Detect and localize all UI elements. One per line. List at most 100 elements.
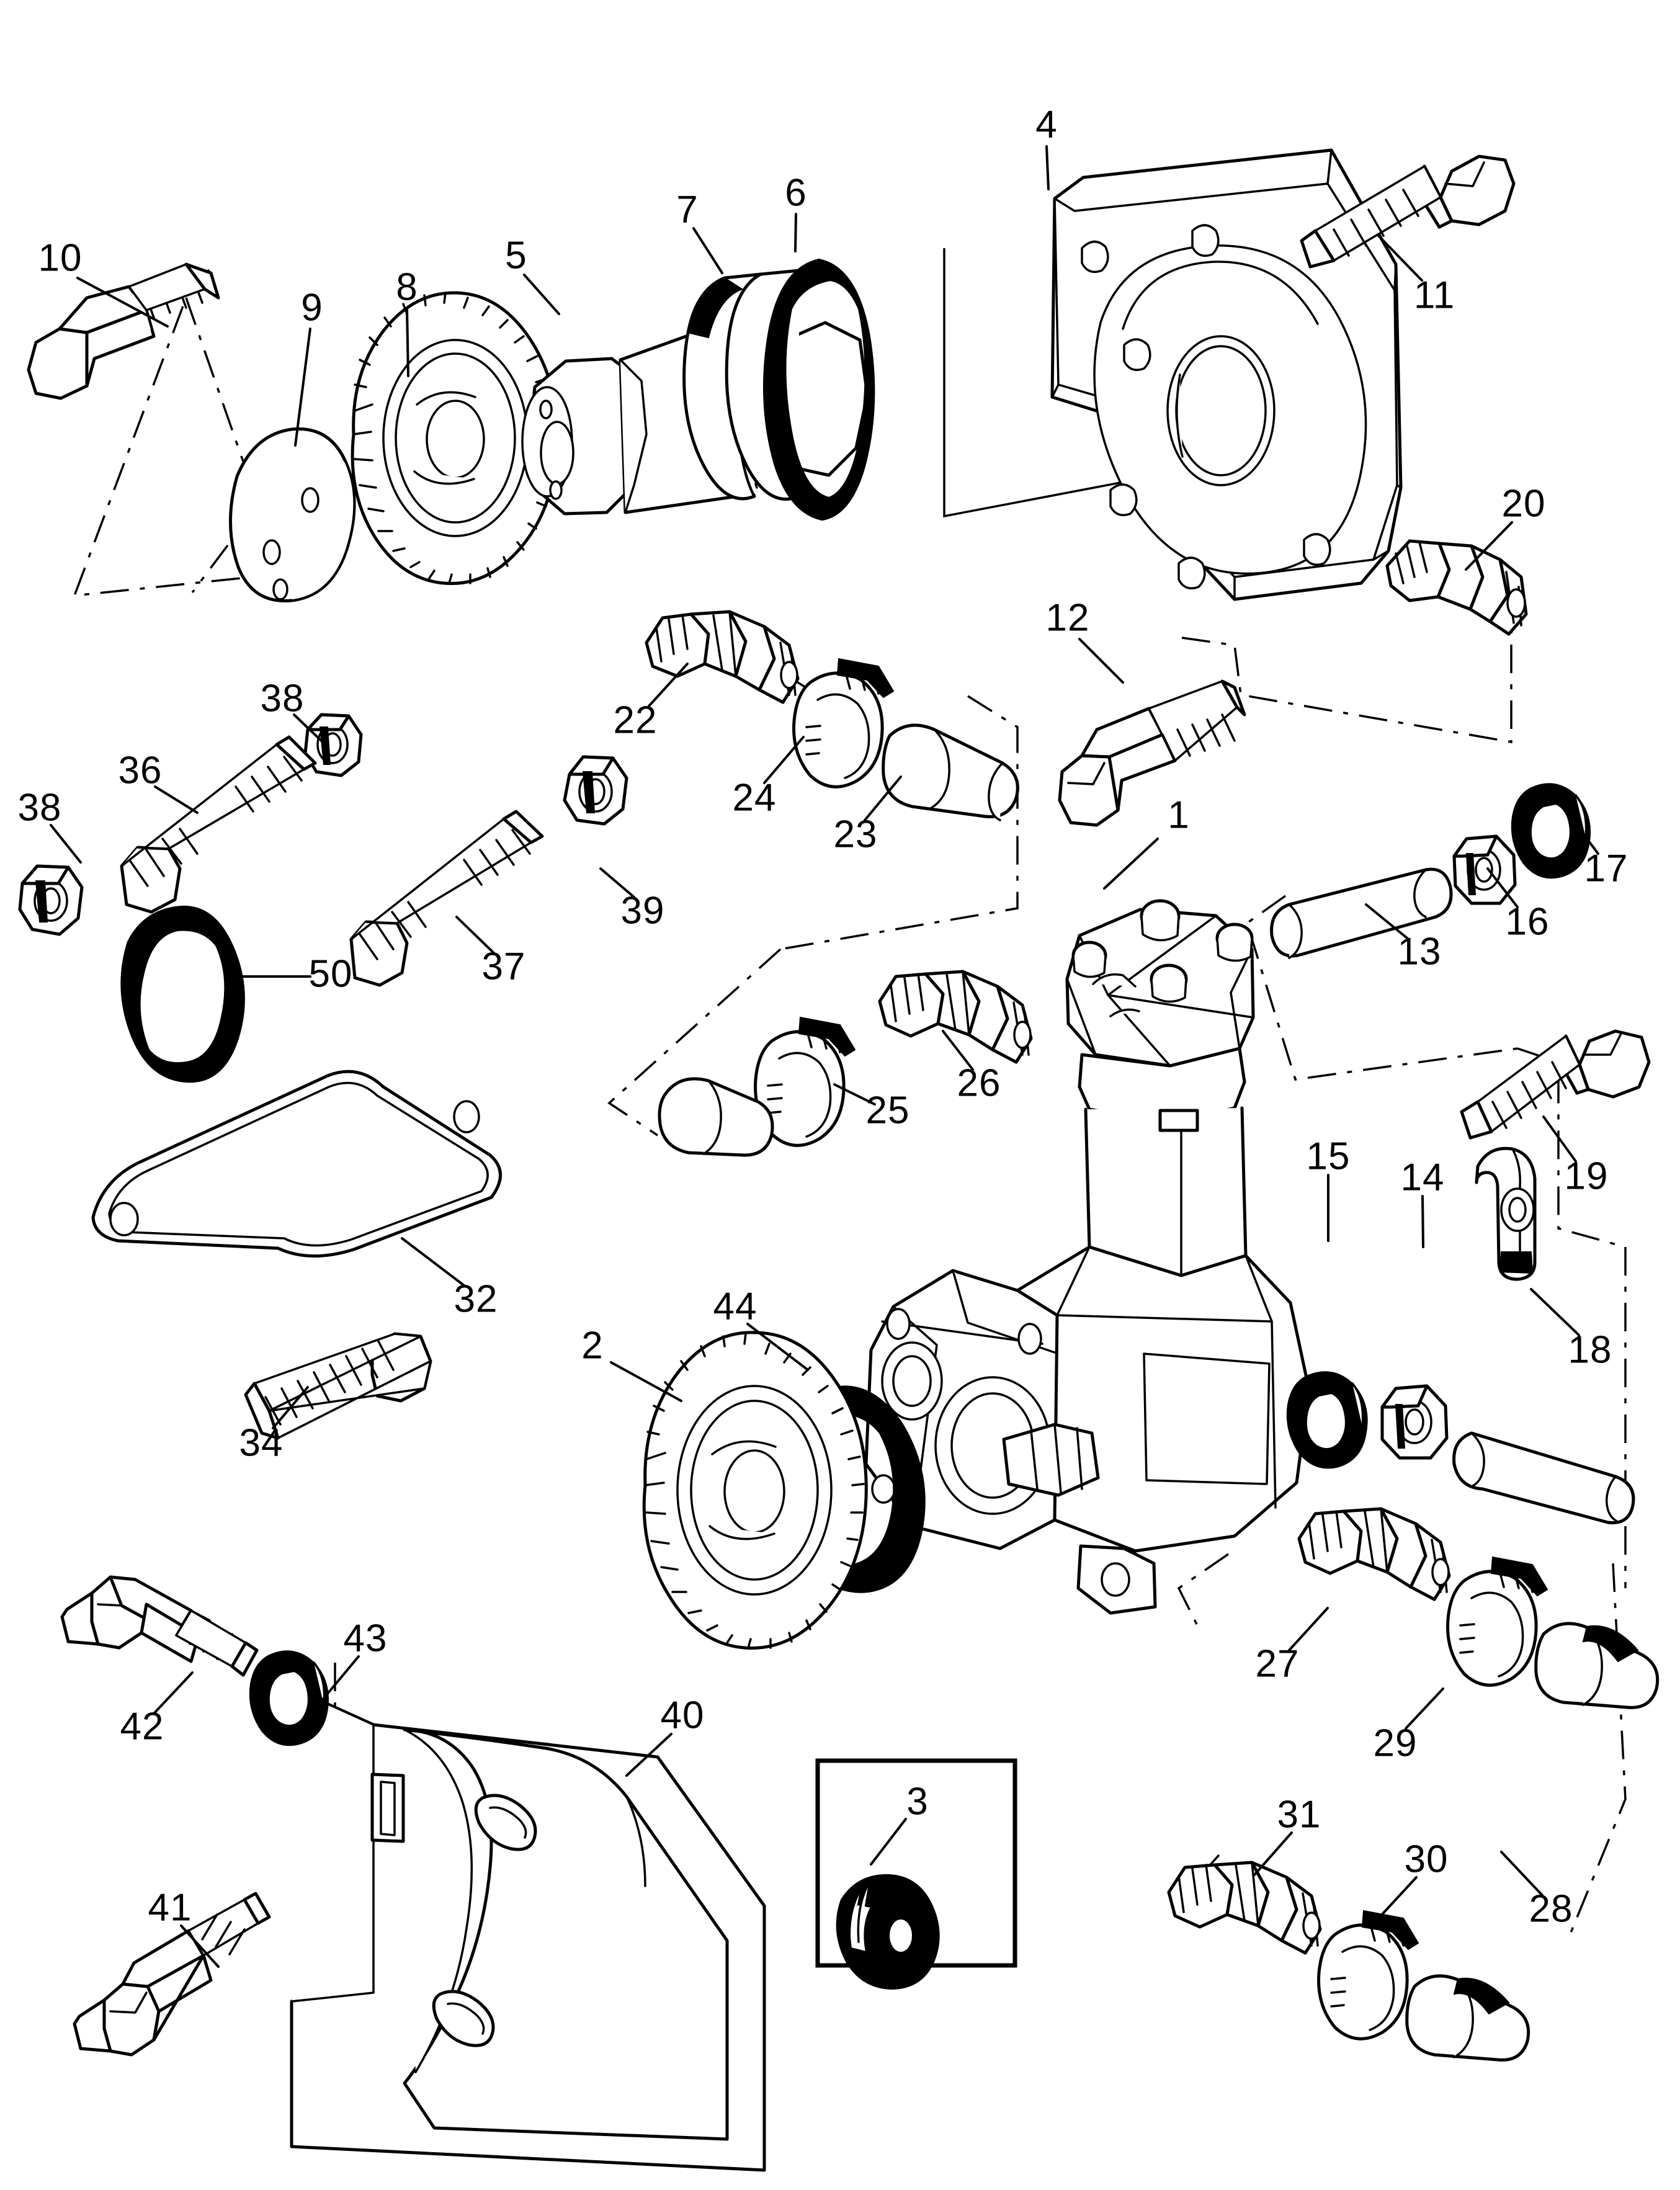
callout-leader-37 [455,916,496,955]
callout-leader-7 [692,227,723,274]
callout-number-c13: 13 [1398,930,1442,973]
callout-number-c41: 43 [344,1617,388,1660]
part-drive-gear-8 [351,291,559,586]
callout-leader-32 [401,1237,465,1287]
part-hex-flange-bolt-19 [1460,1029,1651,1140]
part-stud-bolt-36 [120,735,317,914]
part-hose-fitting-31 [1167,1861,1322,1955]
callout-number-c17: 17 [1584,847,1629,890]
part-hose-28 [1405,1974,1530,2062]
part-hex-flange-bolt-42 [60,1575,259,1677]
callout-number-c8: 8 [396,266,418,308]
callout-leader-36 [154,785,199,814]
callout-number-c32: 34 [239,1421,284,1464]
part-driven-gear-2 [642,1331,868,1650]
callout-number-c25: 26 [957,1061,1001,1104]
part-hose-clamp-29 [1446,1556,1548,1687]
callout-number-c28: 29 [1374,1722,1418,1764]
callout-leader-41 [180,1924,220,1968]
callout-leader-10 [76,277,169,328]
callout-leader-8 [406,307,409,377]
callout-leader-34 [272,1386,309,1429]
callout-number-c2: 2 [581,1324,603,1367]
callout-number-c39: 41 [148,1886,192,1929]
callout-number-c26: 27 [1256,1642,1300,1685]
callout-leader-lines [50,145,1599,1968]
callout-leader-40 [625,1733,672,1777]
callout-leader-22 [648,663,689,707]
callout-leader-16 [1486,867,1519,908]
callout-number-c3: 3 [906,1780,928,1823]
callout-number-c22: 23 [834,813,878,856]
callout-leader-27 [1288,1607,1329,1651]
callout-leader-38 [50,824,82,864]
callout-number-c30: 31 [1277,1793,1321,1836]
callout-leader-13 [1365,903,1408,939]
callout-leader-31 [1253,1831,1293,1876]
callout-leader-44 [746,1323,809,1371]
part-plug-3 [836,1874,940,1990]
part-hose-23 [882,723,1019,821]
part-spacer-sleeve-lower [1452,1431,1635,1524]
part-cable-clip-bracket-18 [1475,1146,1537,1281]
callout-number-c14: 14 [1401,1156,1445,1199]
callout-leader-2 [610,1361,682,1402]
part-hex-bolt-12 [1058,679,1246,827]
part-hose-fitting-27 [1297,1507,1451,1601]
part-mounting-bracket-40 [290,1699,766,2172]
callout-number-c4: 4 [1035,103,1057,146]
part-stud-bolt-37 [349,810,544,987]
callout-labels: 1234567891011121314151617181920222324252… [18,103,1629,1930]
callout-number-c1: 1 [1168,793,1189,836]
callout-number-c16: 16 [1506,900,1550,943]
callout-leader-19 [1542,1115,1577,1163]
callout-number-c11: 11 [1414,274,1455,316]
callout-leader-29 [1405,1687,1444,1730]
part-hex-bolt-10 [27,262,220,400]
part-hex-nut-38a [303,713,363,777]
part-hex-flange-bolt-11 [1300,154,1516,269]
callout-leader-24 [763,736,805,784]
callout-leader-23 [864,775,902,821]
part-hose-clamp-24 [792,658,895,789]
part-hose-clamp-25 [754,1016,856,1147]
inset-detail-box [815,1758,1017,1990]
part-hex-bolt-34 [244,1332,432,1440]
callout-number-c15: 15 [1307,1135,1351,1178]
part-spacer-sleeve-13 [1270,867,1453,959]
callout-number-c34: 37 [482,945,526,988]
callout-number-c20: 20 [1502,482,1546,525]
part-end-cover-plate-9 [228,427,356,603]
callout-leader-12 [1078,638,1124,684]
callout-number-c19: 19 [1565,1155,1609,1197]
callout-number-c7: 7 [676,188,698,231]
callout-number-c24: 25 [866,1089,910,1132]
callout-number-c21: 22 [614,699,658,741]
part-compressor-cylinder-head-1 [864,899,1311,1615]
callout-number-c18: 18 [1568,1328,1612,1371]
part-snap-ring-6 [762,258,875,521]
part-hex-nut-16 [1452,834,1517,905]
callout-number-c5: 5 [505,234,527,277]
callout-leader-30 [1377,1876,1418,1920]
callout-leader-17 [1571,818,1599,855]
callout-leader-42 [153,1671,194,1715]
part-flat-washer-43 [249,1650,329,1746]
callout-number-c29: 30 [1405,1838,1449,1880]
callout-leader-26 [942,1030,974,1071]
callout-number-c42: 44 [713,1285,757,1328]
callout-number-c40: 42 [120,1705,164,1748]
callout-leader-3 [870,1818,907,1866]
callout-number-c23: 24 [733,776,777,819]
part-o-ring-50 [120,905,245,1083]
callout-leader-18 [1530,1288,1580,1336]
callout-number-c31: 32 [454,1277,498,1320]
part-hose-29b [1534,1622,1660,1709]
callout-number-c36: 38 [18,786,62,829]
callout-leader-6 [794,213,797,253]
callout-leader-39 [599,867,635,898]
part-flat-washer-17 [1511,783,1591,879]
part-hose-26b [658,1077,774,1157]
callout-leader-9 [294,328,311,447]
